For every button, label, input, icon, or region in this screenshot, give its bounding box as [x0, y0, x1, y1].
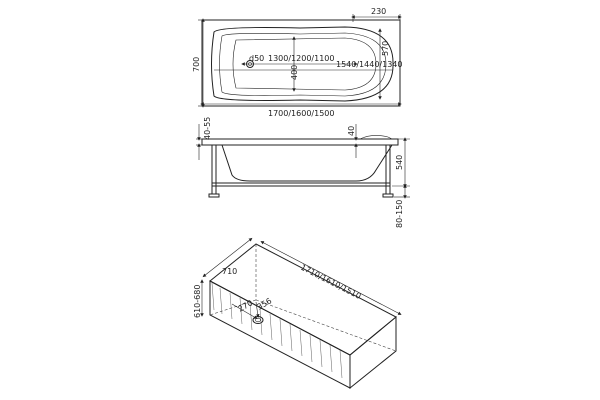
- dim-inner-length: 1300/1200/1100: [268, 54, 334, 63]
- dim-long-length: 1540/1440/1340: [336, 60, 402, 69]
- dim-overall-length: 1700/1600/1500: [268, 109, 334, 118]
- dim-drain-x: 270: [237, 298, 255, 313]
- tub-bowl-contour: [219, 32, 387, 97]
- dim-depth: 540: [395, 155, 404, 170]
- dim-leg-range: 80-150: [395, 200, 404, 228]
- tub-bowl-inner: [232, 37, 377, 91]
- dim-niche-length: 1710/1610/1510: [299, 263, 362, 301]
- dim-rim-height: 40-55: [203, 117, 212, 140]
- niche-front-face: [209, 280, 351, 389]
- wall-hatch: [211, 282, 343, 379]
- tub-bowl-side: [221, 144, 393, 182]
- tub-rim-side: [201, 138, 399, 146]
- install-view: 710 1710/1610/1510 610-680 270 356: [193, 237, 402, 390]
- dim-end-offset: 230: [371, 7, 386, 16]
- side-view: 40-55 40 540 80-150: [196, 117, 410, 228]
- dim-niche-height: 610-680: [193, 285, 202, 318]
- niche-side-face: [349, 315, 397, 390]
- dim-overall-width: 700: [192, 57, 201, 72]
- top-view: 1300/1200/1100 d50 400 1540/1440/1340 57…: [192, 7, 402, 118]
- dim-niche-width: 710: [222, 267, 237, 276]
- niche-top-face: [209, 243, 397, 356]
- drain-hole: [252, 316, 264, 324]
- dim-rim-thickness: 40: [347, 126, 356, 136]
- dim-inner-width: 400: [290, 65, 299, 80]
- dim-drain: d50: [249, 54, 264, 63]
- dim-end-width: 570: [381, 41, 390, 56]
- support-frame: [208, 145, 394, 198]
